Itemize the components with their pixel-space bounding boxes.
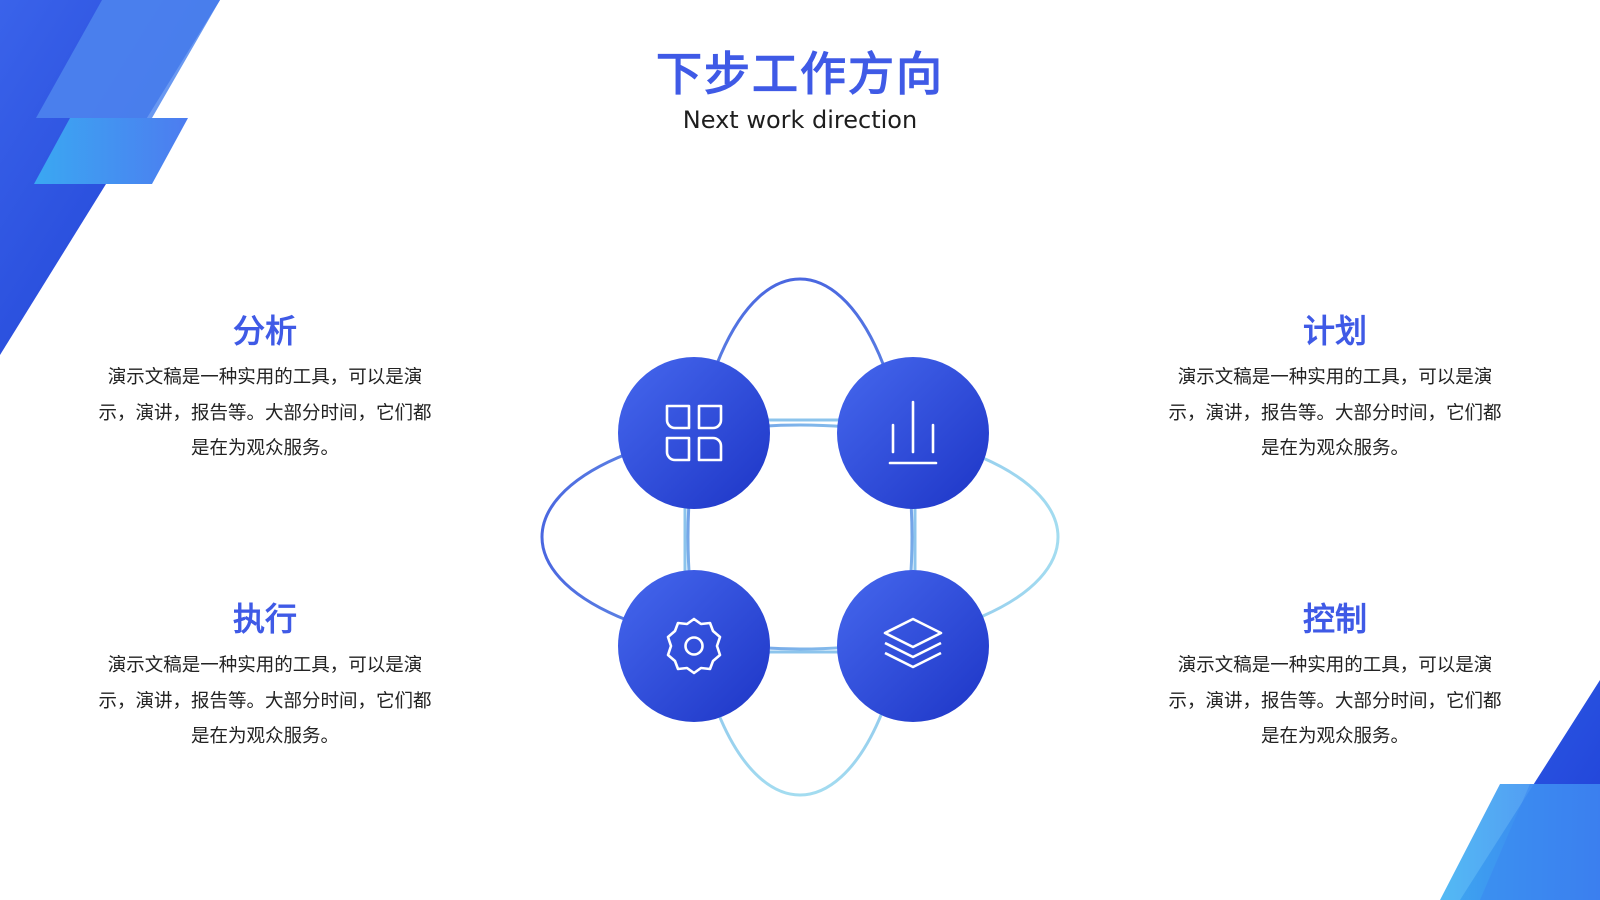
item-plan-description: 演示文稿是一种实用的工具，可以是演示，演讲，报告等。大部分时间，它们都是在为观众… — [1168, 367, 1502, 459]
page-subtitle: Next work direction — [682, 106, 918, 134]
four-circle-diagram — [540, 277, 1060, 797]
corner-shape-bottom-right-band — [1480, 784, 1600, 900]
item-control: 控制 演示文稿是一种实用的工具，可以是演示，演讲，报告等。大部分时间，它们都是在… — [1160, 598, 1510, 755]
item-control-description: 演示文稿是一种实用的工具，可以是演示，演讲，报告等。大部分时间，它们都是在为观众… — [1168, 655, 1502, 747]
bar-chart-icon — [888, 400, 938, 465]
item-control-title: 控制 — [1302, 600, 1367, 638]
item-analysis-title: 分析 — [232, 312, 297, 350]
circle-execute — [618, 570, 770, 722]
page-title: 下步工作方向 — [656, 47, 944, 101]
inner-connector-ring — [683, 418, 917, 654]
vertical-ellipse-ring — [686, 277, 914, 797]
horizontal-ellipse-ring — [540, 423, 1060, 651]
item-execute-description: 演示文稿是一种实用的工具，可以是演示，演讲，报告等。大部分时间，它们都是在为观众… — [98, 655, 432, 747]
circle-analysis — [618, 357, 770, 509]
item-analysis-description: 演示文稿是一种实用的工具，可以是演示，演讲，报告等。大部分时间，它们都是在为观众… — [98, 367, 432, 459]
item-plan: 计划 演示文稿是一种实用的工具，可以是演示，演讲，报告等。大部分时间，它们都是在… — [1160, 310, 1510, 467]
item-execute-title: 执行 — [232, 600, 297, 638]
item-execute: 执行 演示文稿是一种实用的工具，可以是演示，演讲，报告等。大部分时间，它们都是在… — [90, 598, 440, 755]
item-analysis: 分析 演示文稿是一种实用的工具，可以是演示，演讲，报告等。大部分时间，它们都是在… — [90, 310, 440, 467]
gear-icon — [666, 617, 722, 675]
corner-shape-top-left-light — [34, 118, 188, 184]
layers-icon — [883, 617, 943, 669]
item-plan-title: 计划 — [1302, 312, 1367, 350]
grid-icon — [665, 404, 723, 462]
corner-shape-top-left-band — [36, 0, 220, 118]
